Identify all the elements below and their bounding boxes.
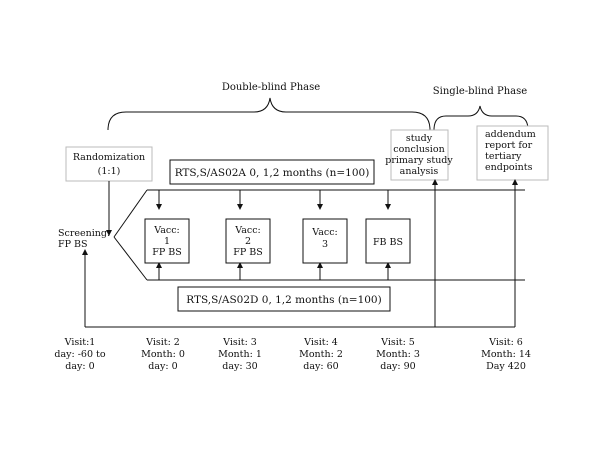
visit-5-line-3: day: 90 bbox=[380, 361, 415, 372]
visit-1-line-2: day: -60 to bbox=[54, 349, 105, 360]
visit-4-line-3: day: 60 bbox=[303, 361, 338, 372]
vaccination-2-line-1: Vacc: bbox=[234, 225, 261, 236]
study-conclusion-line-3: primary study bbox=[385, 155, 453, 166]
randomization-label: Randomization bbox=[73, 152, 145, 163]
vaccination-1-line-3: FP BS bbox=[152, 247, 182, 258]
visit-3-line-2: Month: 1 bbox=[218, 349, 262, 360]
visit-1-line-1: Visit:1 bbox=[64, 337, 96, 348]
funnel-top-line bbox=[113, 189, 148, 238]
addendum-line-1: addendum bbox=[485, 129, 536, 140]
vaccination-1-line-1: Vacc: bbox=[153, 225, 180, 236]
visit-5-label: Visit: 5 Month: 3 day: 90 bbox=[376, 337, 420, 372]
visit-2-label: Visit: 2 Month: 0 day: 0 bbox=[141, 337, 185, 372]
single-blind-phase-label: Single-blind Phase bbox=[433, 86, 527, 97]
visit-1-label: Visit:1 day: -60 to day: 0 bbox=[54, 337, 105, 372]
vaccination-3-line-1: Vacc: bbox=[311, 227, 338, 238]
visit-6-line-2: Month: 14 bbox=[481, 349, 531, 360]
top-arm-label: RTS,S/AS02A 0, 1,2 months (n=100) bbox=[175, 167, 370, 179]
vaccination-2-box bbox=[225, 218, 271, 264]
single-blind-brace bbox=[433, 105, 529, 131]
bottom-arm-label: RTS,S/AS02D 0, 1,2 months (n=100) bbox=[186, 294, 381, 306]
visit-4-line-2: Month: 2 bbox=[299, 349, 343, 360]
visit-4-line-1: Visit: 4 bbox=[303, 337, 338, 348]
double-blind-brace bbox=[107, 97, 431, 131]
visit-6-label: Visit: 6 Month: 14 Day 420 bbox=[481, 337, 531, 372]
study-conclusion-line-2: conclusion bbox=[393, 144, 444, 155]
double-blind-phase-label: Double-blind Phase bbox=[222, 82, 320, 93]
visit-3-line-3: day: 30 bbox=[222, 361, 257, 372]
blood-smear-label: FB BS bbox=[373, 237, 403, 248]
visit-5-line-1: Visit: 5 bbox=[380, 337, 415, 348]
screening-label: Screening: bbox=[58, 228, 110, 239]
study-conclusion-line-4: analysis bbox=[400, 166, 439, 177]
visit-2-line-3: day: 0 bbox=[148, 361, 177, 372]
blood-smear-box bbox=[365, 218, 411, 264]
vaccination-2-line-3: FP BS bbox=[233, 247, 263, 258]
vaccination-3-line-2: 3 bbox=[322, 239, 328, 250]
visit-3-label: Visit: 3 Month: 1 day: 30 bbox=[218, 337, 262, 372]
visit-1-line-3: day: 0 bbox=[65, 361, 94, 372]
visit-2-line-1: Visit: 2 bbox=[145, 337, 180, 348]
addendum-line-2: report for bbox=[485, 140, 533, 151]
top-arm-box bbox=[169, 159, 375, 185]
visit-3-line-1: Visit: 3 bbox=[222, 337, 257, 348]
visit-5-line-2: Month: 3 bbox=[376, 349, 420, 360]
bottom-arm-box bbox=[177, 286, 391, 312]
funnel-bottom-line bbox=[113, 236, 148, 281]
addendum-line-4: endpoints bbox=[485, 162, 533, 173]
screening-tests: FP BS bbox=[58, 239, 88, 250]
vaccination-1-box bbox=[144, 218, 190, 264]
study-conclusion-line-1: study bbox=[406, 133, 433, 144]
randomization-ratio: (1:1) bbox=[98, 166, 121, 177]
vaccination-2-line-2: 2 bbox=[245, 236, 251, 247]
vaccination-1-line-2: 1 bbox=[164, 236, 170, 247]
vaccination-3-box bbox=[302, 218, 348, 264]
visit-4-label: Visit: 4 Month: 2 day: 60 bbox=[299, 337, 343, 372]
visit-6-line-1: Visit: 6 bbox=[488, 337, 523, 348]
addendum-box bbox=[476, 125, 549, 181]
visit-6-line-3: Day 420 bbox=[486, 361, 526, 372]
study-conclusion-box bbox=[390, 129, 449, 181]
visit-2-line-2: Month: 0 bbox=[141, 349, 185, 360]
addendum-line-3: tertiary bbox=[485, 151, 522, 162]
